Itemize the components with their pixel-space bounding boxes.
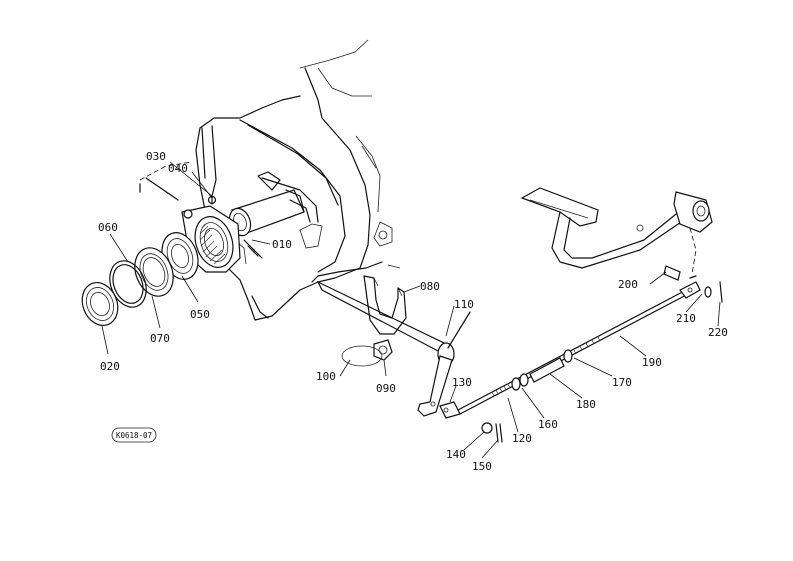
part-labels: 030 040 010 060 050 070 020 080 110 100 … <box>98 150 728 473</box>
part-label-220: 220 <box>708 326 728 339</box>
part-label-180: 180 <box>576 398 596 411</box>
reference-code: K0618-07 <box>116 431 152 440</box>
part-label-040: 040 <box>168 162 188 175</box>
part-label-080: 080 <box>420 280 440 293</box>
part-label-030: 030 <box>146 150 166 163</box>
leader-lines <box>101 161 721 459</box>
part-label-100: 100 <box>316 370 336 383</box>
part-label-010: 010 <box>272 238 292 251</box>
part-label-170: 170 <box>612 376 632 389</box>
part-label-120: 120 <box>512 432 532 445</box>
clutch-pedal <box>520 187 723 303</box>
reference-code-badge: K0618-07 <box>111 427 157 443</box>
part-label-060: 060 <box>98 221 118 234</box>
clutch-housing <box>195 39 401 321</box>
part-label-150: 150 <box>472 460 492 473</box>
part-label-160: 160 <box>538 418 558 431</box>
release-fork-shaft <box>316 275 447 367</box>
part-label-110: 110 <box>454 298 474 311</box>
part-label-140: 140 <box>446 448 466 461</box>
oil-seal <box>81 282 119 326</box>
part-label-090: 090 <box>376 382 396 395</box>
clutch-arm <box>417 311 471 417</box>
clutch-rod-assembly <box>457 281 701 415</box>
part-label-070: 070 <box>150 332 170 345</box>
part-label-190: 190 <box>642 356 662 369</box>
retainer-ring <box>134 247 174 297</box>
bolt-030 <box>139 177 179 201</box>
part-label-020: 020 <box>100 360 120 373</box>
part-label-050: 050 <box>190 308 210 321</box>
part-label-130: 130 <box>452 376 472 389</box>
part-label-200: 200 <box>618 278 638 291</box>
part-label-210: 210 <box>676 312 696 325</box>
